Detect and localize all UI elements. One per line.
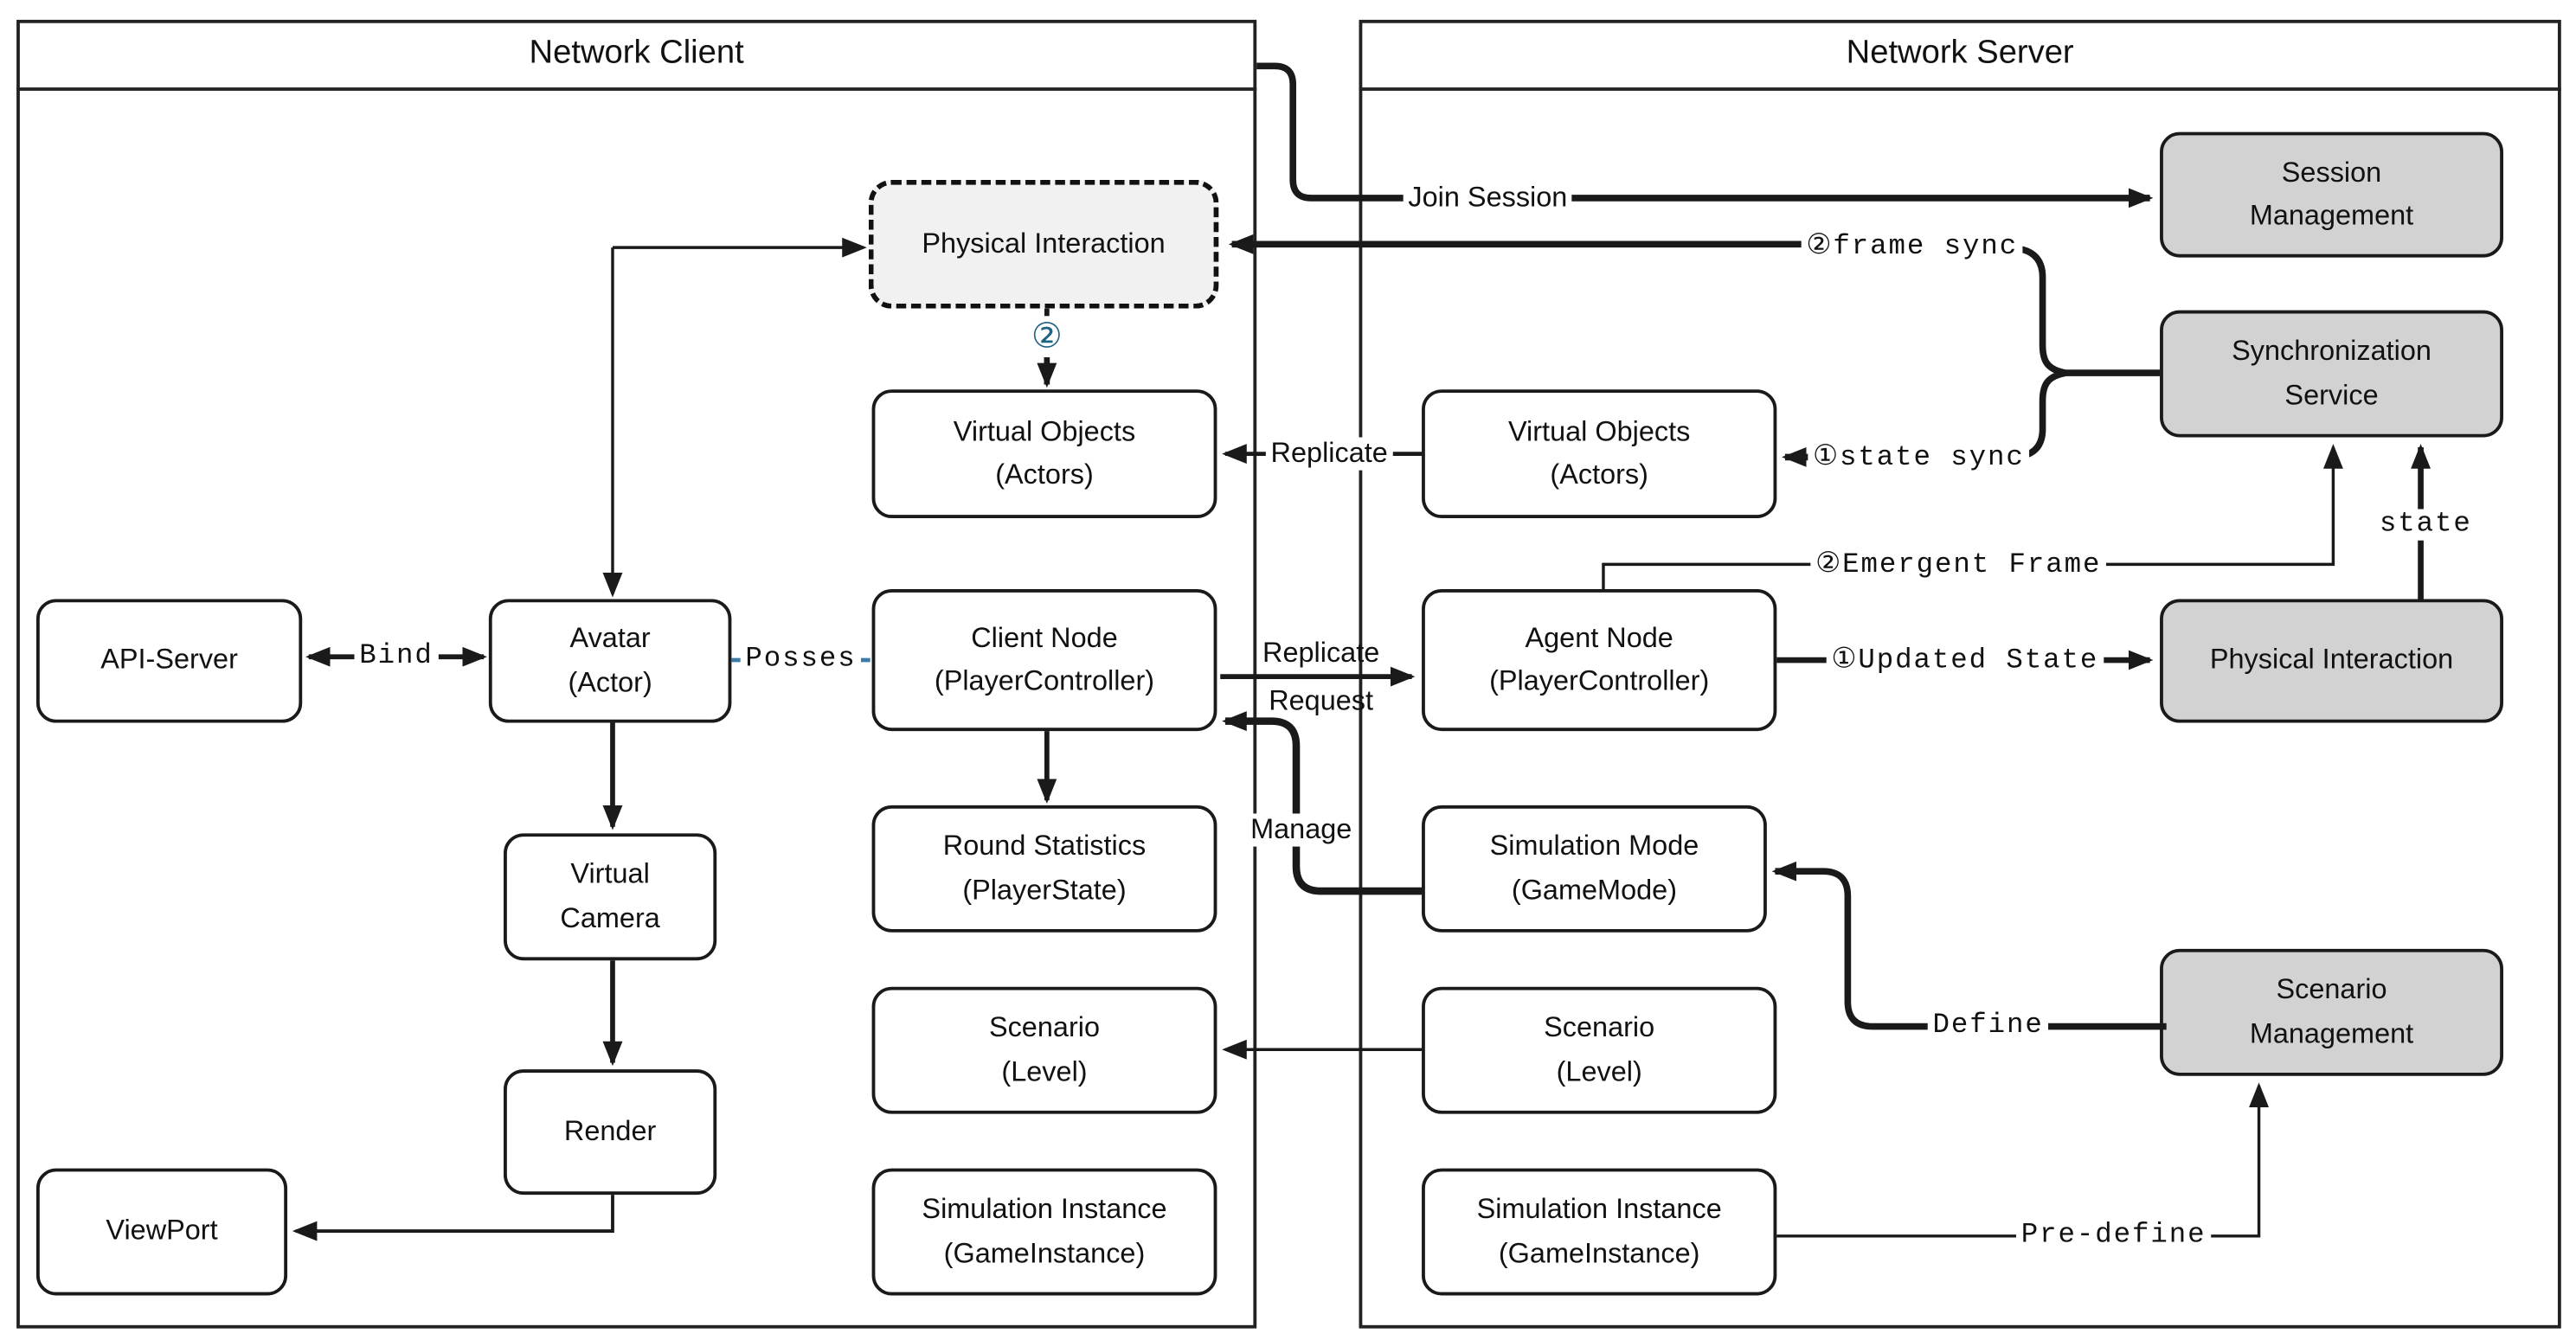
network-client-title-bar: Network Client	[16, 20, 1257, 91]
label-manage: Manage	[1245, 813, 1358, 847]
label-frame-sync: ②frame sync	[1801, 228, 2023, 264]
node-label: Simulation Instance	[922, 1193, 1167, 1225]
node-label: Virtual Objects	[953, 415, 1136, 447]
node-label: Virtual Objects	[1507, 415, 1691, 447]
node-session-management: Session Management	[2160, 131, 2503, 258]
node-sublabel: (PlayerController)	[934, 664, 1155, 697]
node-label: Scenario	[1544, 1011, 1655, 1043]
label-bind: Bind	[354, 641, 439, 673]
node-label: Round Statistics	[942, 830, 1147, 862]
label-replicate-request-line2: Request	[1269, 684, 1374, 716]
node-agent-node: Agent Node (PlayerController)	[1422, 589, 1777, 732]
node-server-physical-interaction: Physical Interaction	[2160, 599, 2503, 723]
node-label: Physical Interaction	[922, 227, 1166, 260]
node-server-virtual-objects: Virtual Objects (Actors)	[1422, 389, 1777, 518]
node-label: Scenario	[988, 1011, 1101, 1043]
node-virtual-camera: Virtual Camera	[504, 833, 717, 961]
step-2-badge: ②	[1028, 316, 1066, 357]
label-emergent-frame: ②Emergent Frame	[1810, 547, 2107, 582]
node-server-simulation-instance: Simulation Instance (GameInstance)	[1422, 1168, 1777, 1296]
node-sublabel: Management	[2249, 1017, 2414, 1049]
label-define: Define	[1927, 1010, 2049, 1042]
label-pre-define: Pre-define	[2016, 1220, 2212, 1252]
node-sublabel: (PlayerState)	[962, 874, 1127, 906]
node-viewport: ViewPort	[35, 1168, 288, 1296]
node-avatar: Avatar (Actor)	[488, 599, 732, 723]
node-sublabel: (GameInstance)	[1498, 1236, 1700, 1268]
node-round-statistics: Round Statistics (PlayerState)	[871, 805, 1217, 933]
label-replicate-request: Replicate Request	[1262, 629, 1379, 725]
node-synchronization-service: Synchronization Service	[2160, 310, 2503, 438]
label-join-session: Join Session	[1403, 181, 1573, 215]
node-sublabel: (Actor)	[568, 665, 652, 697]
node-label: Avatar	[569, 622, 651, 654]
node-sublabel: Management	[2249, 199, 2414, 232]
label-state-sync: ①state sync	[1808, 439, 2030, 475]
network-server-title-bar: Network Server	[1359, 20, 2561, 91]
node-sublabel: Camera	[560, 901, 660, 933]
node-label: Session	[2281, 156, 2382, 188]
node-label: Client Node	[971, 621, 1118, 653]
node-sublabel: (Level)	[1001, 1055, 1088, 1087]
node-client-simulation-instance: Simulation Instance (GameInstance)	[871, 1168, 1217, 1296]
node-label: Agent Node	[1525, 621, 1673, 653]
node-render: Render	[504, 1069, 717, 1196]
node-sublabel: (Level)	[1556, 1055, 1642, 1087]
node-label: Simulation Instance	[1476, 1193, 1722, 1225]
node-sublabel: Service	[2284, 378, 2379, 411]
label-replicate: Replicate	[1265, 437, 1393, 471]
node-label: API-Server	[100, 644, 238, 676]
node-simulation-mode: Simulation Mode (GameMode)	[1422, 805, 1767, 933]
node-client-scenario: Scenario (Level)	[871, 986, 1217, 1114]
node-label: Scenario	[2276, 973, 2387, 1006]
label-posses: Posses	[740, 644, 862, 676]
node-sublabel: (Actors)	[1550, 458, 1648, 490]
node-label: Render	[563, 1115, 657, 1147]
node-sublabel: (PlayerController)	[1489, 664, 1710, 697]
label-replicate-request-line1: Replicate	[1262, 637, 1380, 669]
node-label: Simulation Mode	[1489, 830, 1699, 862]
label-state: state	[2374, 509, 2477, 541]
node-client-physical-interaction: Physical Interaction	[868, 179, 1219, 309]
node-api-server: API-Server	[35, 599, 303, 723]
node-label: Physical Interaction	[2209, 644, 2454, 676]
node-sublabel: (GameInstance)	[943, 1236, 1146, 1268]
network-client-title: Network Client	[529, 35, 744, 72]
node-scenario-management: Scenario Management	[2160, 948, 2503, 1076]
node-sublabel: (Actors)	[995, 458, 1094, 490]
network-server-title: Network Server	[1846, 35, 2074, 72]
node-client-node: Client Node (PlayerController)	[871, 589, 1217, 732]
label-updated-state: ①Updated State	[1826, 643, 2104, 678]
node-client-virtual-objects: Virtual Objects (Actors)	[871, 389, 1217, 518]
node-label: Virtual	[570, 858, 650, 890]
node-label: ViewPort	[106, 1215, 218, 1247]
node-label: Synchronization	[2232, 335, 2431, 367]
node-sublabel: (GameMode)	[1511, 874, 1677, 906]
node-server-scenario: Scenario (Level)	[1422, 986, 1777, 1114]
